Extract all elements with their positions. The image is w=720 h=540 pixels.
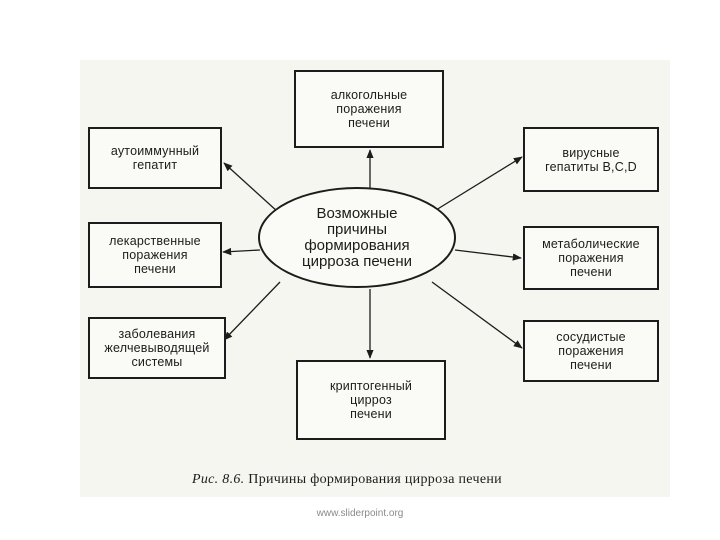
cause-box-autoimmune: аутоиммунный гепатит: [88, 127, 222, 189]
cause-box-alcohol: алкогольные поражения печени: [294, 70, 444, 148]
center-node-label: Возможные причины формирования цирроза п…: [301, 204, 412, 270]
cause-box-vascular: сосудистые поражения печени: [523, 320, 659, 382]
cause-box-metabolic: метаболические поражения печени: [523, 226, 659, 290]
cause-label-autoimmune: аутоиммунный гепатит: [110, 144, 200, 172]
center-node: Возможные причины формирования цирроза п…: [258, 187, 456, 288]
cause-box-cryptogenic: криптогенный цирроз печени: [296, 360, 446, 440]
figure-caption: Рис. 8.6. Причины формирования цирроза п…: [192, 472, 612, 488]
cause-box-drug: лекарственные поражения печени: [88, 222, 222, 288]
cause-label-drug: лекарственные поражения печени: [109, 234, 201, 276]
figure-caption-text: Причины формирования цирроза печени: [248, 472, 502, 487]
arrow-to-drug: [222, 247, 261, 256]
cause-box-viral: вирусные гепатиты B,C,D: [523, 127, 659, 192]
cause-label-metabolic: метаболические поражения печени: [542, 237, 640, 279]
cause-label-viral: вирусные гепатиты B,C,D: [545, 145, 637, 174]
cause-label-vascular: сосудистые поражения печени: [556, 330, 626, 372]
cause-label-cryptogenic: криптогенный цирроз печени: [329, 379, 413, 421]
arrow-to-biliary: [223, 281, 281, 341]
cause-label-alcohol: алкогольные поражения печени: [330, 88, 408, 130]
arrow-to-metabolic: [454, 249, 522, 261]
arrow-to-viral: [435, 156, 523, 211]
cause-label-biliary: заболевания желчевыводящей системы: [104, 327, 210, 369]
arrow-to-vascular: [431, 281, 523, 349]
cause-box-biliary: заболевания желчевыводящей системы: [88, 317, 226, 379]
figure-number: Рис. 8.6.: [192, 472, 245, 487]
source-watermark: www.sliderpoint.org: [316, 508, 404, 519]
arrow-to-autoimmune: [223, 162, 279, 213]
